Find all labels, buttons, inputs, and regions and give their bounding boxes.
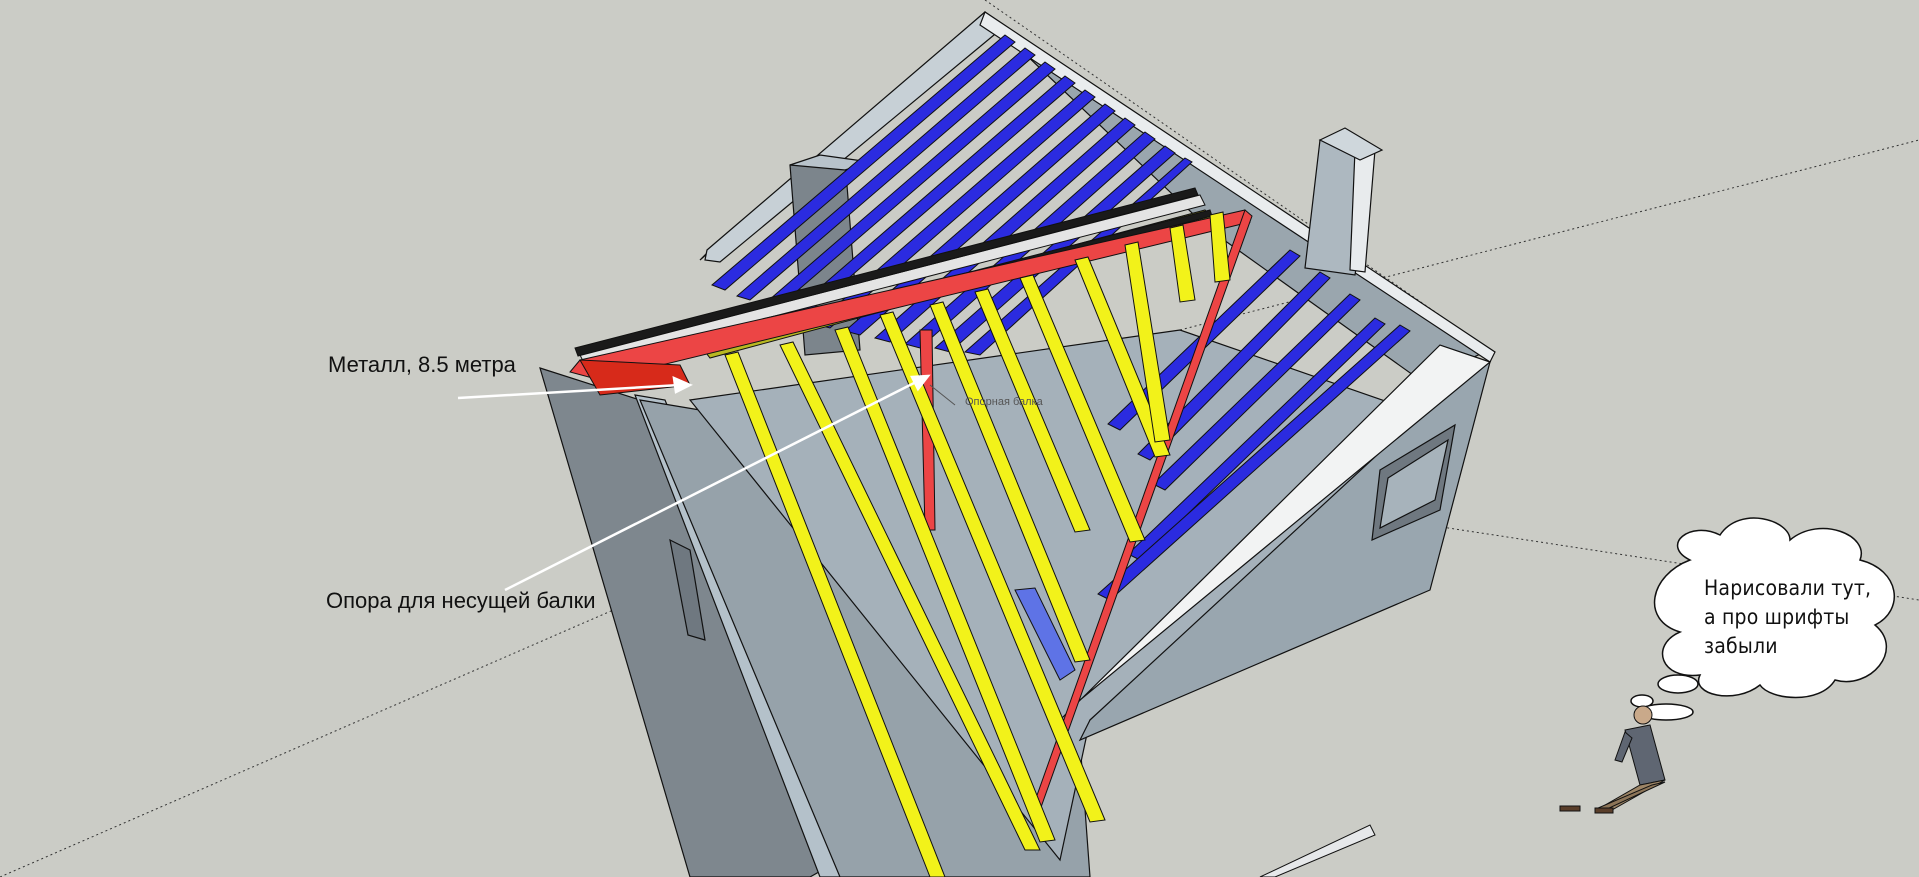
thought-line-1: Нарисовали тут, bbox=[1704, 576, 1872, 600]
leader-arrows bbox=[457, 374, 931, 592]
back-roof-slope bbox=[699, 11, 1496, 381]
person-figure-icon bbox=[1559, 705, 1666, 814]
yellow-rafters bbox=[724, 211, 1231, 877]
lumber-piece bbox=[1259, 824, 1376, 877]
label-support-beam-small: Опорная балка bbox=[965, 396, 1043, 408]
thought-line-2: а про шрифты bbox=[1704, 605, 1850, 629]
label-metal-beam: Металл, 8.5 метра bbox=[328, 352, 516, 377]
label-beam-support: Опора для несущей балки bbox=[326, 588, 596, 613]
thought-bubble-text: Нарисовали тут, а про шрифты забыли bbox=[1704, 574, 1904, 661]
small-leader bbox=[929, 384, 956, 406]
thought-line-3: забыли bbox=[1704, 634, 1778, 658]
blue-rafters bbox=[711, 34, 1411, 681]
thought-bubble-icon bbox=[1630, 517, 1895, 721]
